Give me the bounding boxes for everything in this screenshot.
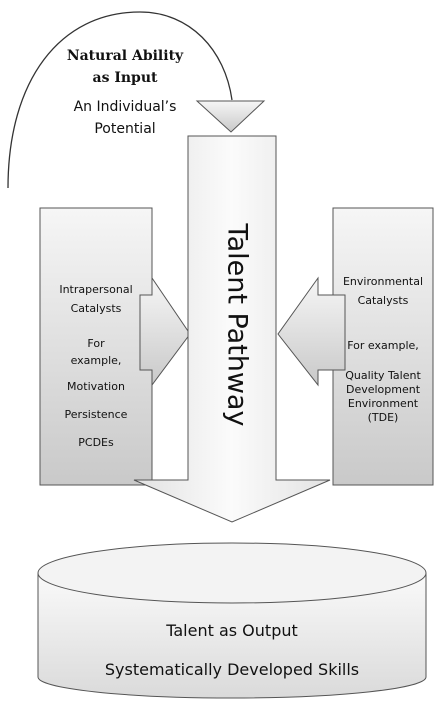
right-box-example: For example,	[347, 339, 419, 352]
pathway-label: Talent Pathway	[221, 223, 253, 427]
left-box-item: Persistence	[64, 408, 128, 421]
right-box-item-line3: Environment	[347, 397, 419, 410]
right-box-title-line1: Environmental	[342, 275, 424, 288]
left-box-example-line2: example,	[70, 354, 122, 367]
input-subtitle-line2: Potential	[94, 121, 156, 137]
left-box-title-line2: Catalysts	[70, 302, 122, 315]
left-box-title-line1: Intrapersonal	[59, 283, 133, 296]
input-title-line1: Natural Ability	[66, 48, 184, 64]
right-box-title: Environmental Catalysts	[333, 275, 433, 308]
right-box-item: Quality Talent Development Environment (…	[333, 369, 433, 425]
right-catalyst-arrow	[277, 276, 346, 387]
input-curve	[7, 11, 233, 189]
input-subtitle: An Individual’s Potential	[35, 96, 215, 140]
right-box-item-line4: (TDE)	[367, 411, 399, 424]
left-catalyst-box	[39, 207, 153, 486]
output-title: Talent as Output	[166, 621, 298, 640]
left-catalyst-arrow	[139, 276, 191, 387]
right-box-item-line1: Quality Talent	[345, 369, 421, 382]
output-cylinder-body	[37, 573, 427, 699]
right-box-title-line2: Catalysts	[357, 294, 409, 307]
left-box-example-line1: For	[87, 337, 105, 350]
left-box-item: PCDEs	[78, 436, 114, 449]
right-box-item-line2: Development	[345, 383, 421, 396]
input-title-line2: as Input	[92, 70, 158, 86]
left-box-example: For example,	[40, 337, 152, 368]
left-box-title: Intrapersonal Catalysts	[40, 283, 152, 316]
input-subtitle-line1: An Individual’s	[73, 99, 177, 115]
input-arrowhead	[195, 100, 266, 133]
input-title: Natural Ability as Input	[35, 45, 215, 89]
talent-pathway-arrow	[133, 135, 331, 523]
right-catalyst-box	[332, 207, 434, 486]
left-box-item: Motivation	[67, 380, 125, 393]
output-subtitle: Systematically Developed Skills	[104, 660, 360, 679]
output-cylinder-top	[37, 542, 427, 604]
